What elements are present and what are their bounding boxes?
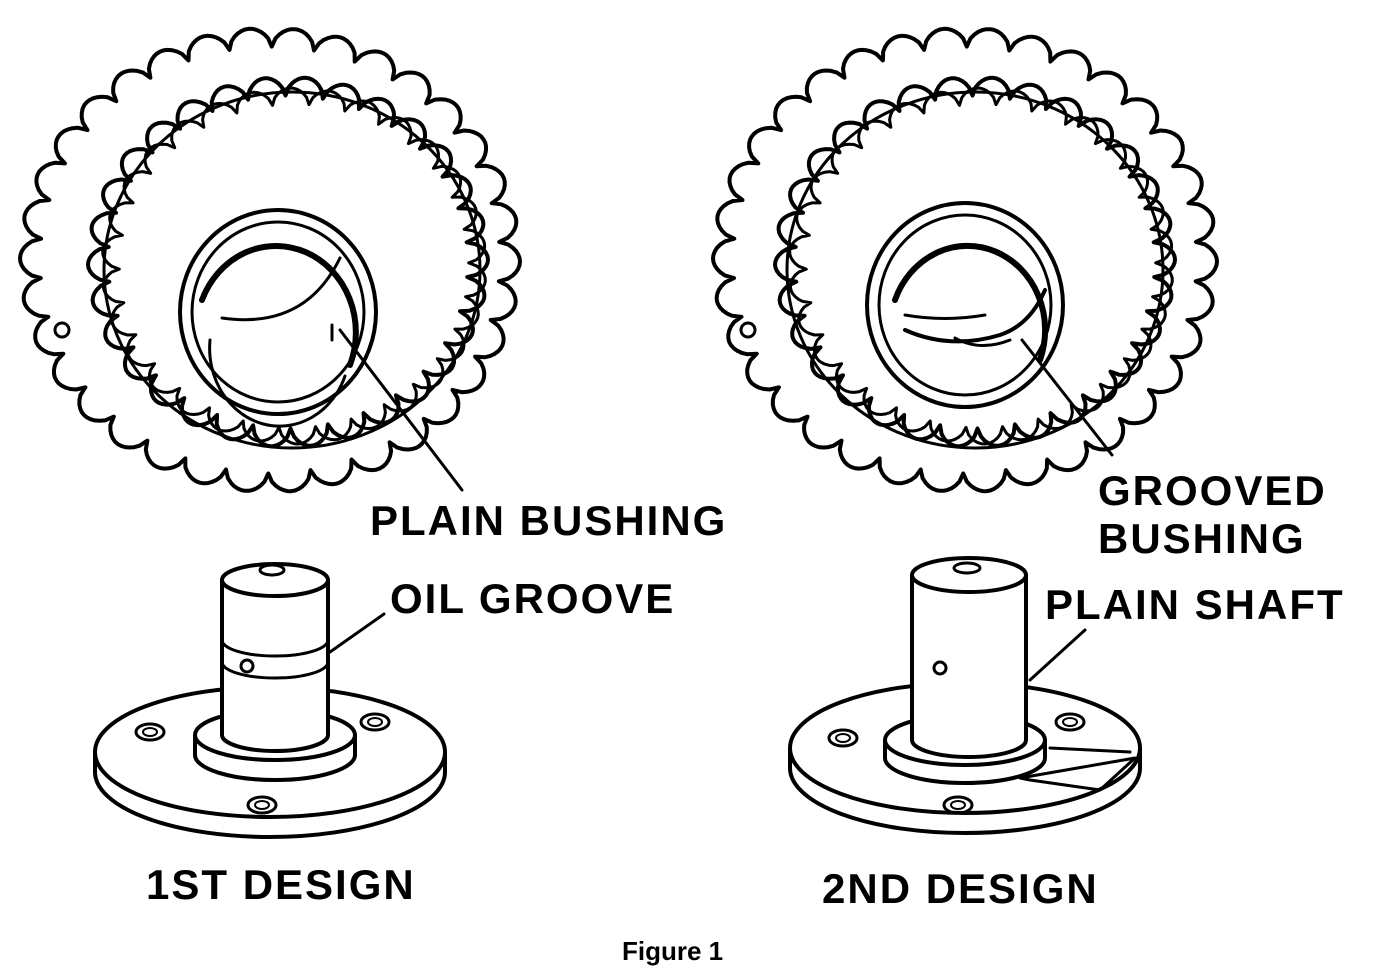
oil-groove-mark — [220, 660, 330, 680]
shaft-left-bolt-hole — [246, 795, 278, 815]
shaft-right-flat-notch — [1018, 756, 1137, 792]
sprocket-right-hole — [739, 321, 757, 339]
grooved-bushing-bore — [892, 242, 1049, 363]
label-plain-shaft: PLAIN SHAFT — [1045, 581, 1345, 628]
shaft-left-cylinder — [220, 578, 330, 753]
label-2nd-design: 2ND DESIGN — [822, 865, 1099, 912]
grooved-bushing-groove — [903, 288, 1047, 344]
sprocket-right — [711, 26, 1219, 494]
shaft-left — [93, 562, 447, 839]
shaft-left-bolt-hole — [134, 722, 166, 742]
sprocket-right-inner-teeth — [773, 75, 1177, 449]
sprocket-left-inner-teeth — [86, 75, 490, 449]
shaft-right-bolt-hole — [827, 728, 859, 748]
plain-bushing-edge — [220, 256, 342, 322]
grooved-bushing-leader-line — [1020, 338, 1114, 457]
sprocket-left-hub-rim — [102, 90, 482, 450]
shaft-right-cylinder — [910, 573, 1028, 759]
shaft-right — [788, 556, 1142, 835]
label-1st-design: 1ST DESIGN — [146, 861, 416, 908]
plain-bushing-outer-ring — [178, 208, 378, 416]
plain-bushing-bore — [199, 243, 359, 368]
sprocket-left-outer-teeth — [18, 26, 522, 494]
shaft-right-top — [910, 556, 1028, 594]
shaft-left-top — [220, 562, 330, 598]
label-oil-groove: OIL GROOVE — [390, 575, 676, 622]
shaft-right-bolt-hole — [1054, 712, 1086, 732]
label-bushing: BUSHING — [1098, 515, 1306, 562]
plain-bushing-ring — [190, 220, 366, 404]
shaft-right-bolt-hole — [942, 795, 974, 815]
plain-shaft-leader-line — [1028, 628, 1087, 682]
sprocket-right-outer-teeth — [711, 26, 1219, 494]
sprocket-left-hole — [53, 321, 71, 339]
sprocket-right-inner-teeth-back — [788, 86, 1174, 446]
shaft-left-bolt-hole — [359, 712, 391, 732]
sprocket-right-hub-rim — [785, 90, 1165, 450]
label-grooved: GROOVED — [1098, 467, 1327, 514]
grooved-bushing-outer-ring — [865, 201, 1065, 409]
grooved-bushing-ring — [877, 213, 1053, 397]
sprocket-left-inner-teeth-back — [101, 86, 487, 446]
sprocket-left — [18, 26, 522, 494]
label-plain-bushing: PLAIN BUSHING — [370, 497, 728, 544]
oil-groove-leader-line — [328, 612, 386, 654]
plain-bushing-leader-line — [338, 328, 464, 492]
plain-bushing-bore-lower — [208, 338, 347, 428]
figure-caption: Figure 1 — [622, 936, 724, 966]
